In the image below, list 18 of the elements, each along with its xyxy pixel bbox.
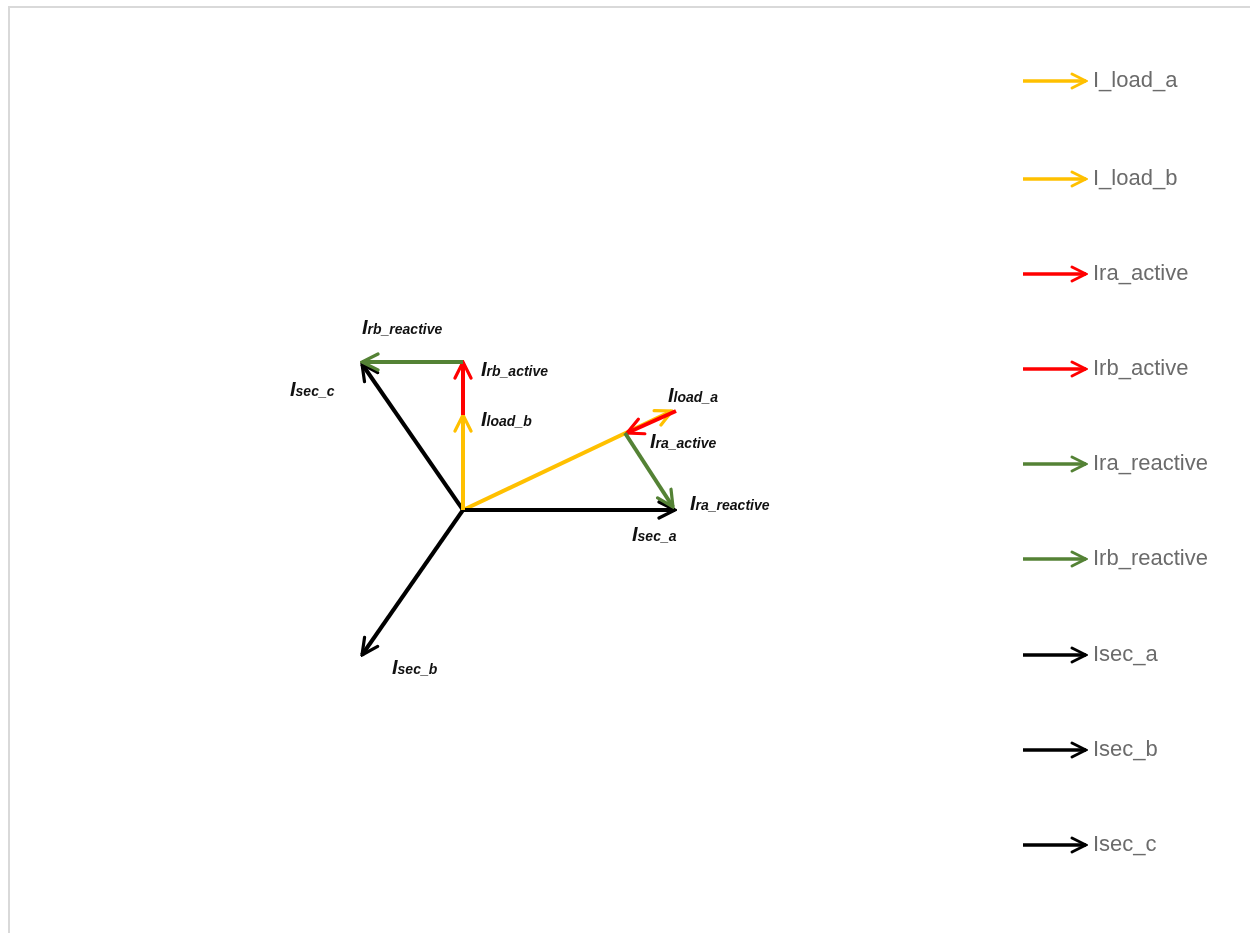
phasor-label: Ira_reactive — [690, 494, 770, 514]
phasor-label: Isec_a — [632, 525, 677, 545]
legend-label: I_load_b — [1093, 165, 1178, 191]
legend-label: Isec_c — [1093, 831, 1157, 857]
phasor-label: Irb_reactive — [362, 318, 443, 338]
legend-label: Isec_b — [1093, 736, 1158, 762]
legend-label: Ira_reactive — [1093, 450, 1208, 476]
phasor-label: Ira_active — [650, 432, 717, 452]
legend-label: Isec_a — [1093, 641, 1158, 667]
phasor-label: Iload_a — [668, 386, 718, 406]
phasor-label: Isec_c — [290, 380, 335, 400]
legend-label: Irb_active — [1093, 355, 1189, 381]
phasor-label: Irb_active — [481, 360, 549, 380]
phasor-label: Isec_b — [392, 658, 438, 678]
phasor-label: Iload_b — [481, 410, 532, 430]
legend-label: I_load_a — [1093, 67, 1178, 93]
legend-label: Ira_active — [1093, 260, 1189, 286]
legend-label: Irb_reactive — [1093, 545, 1208, 571]
